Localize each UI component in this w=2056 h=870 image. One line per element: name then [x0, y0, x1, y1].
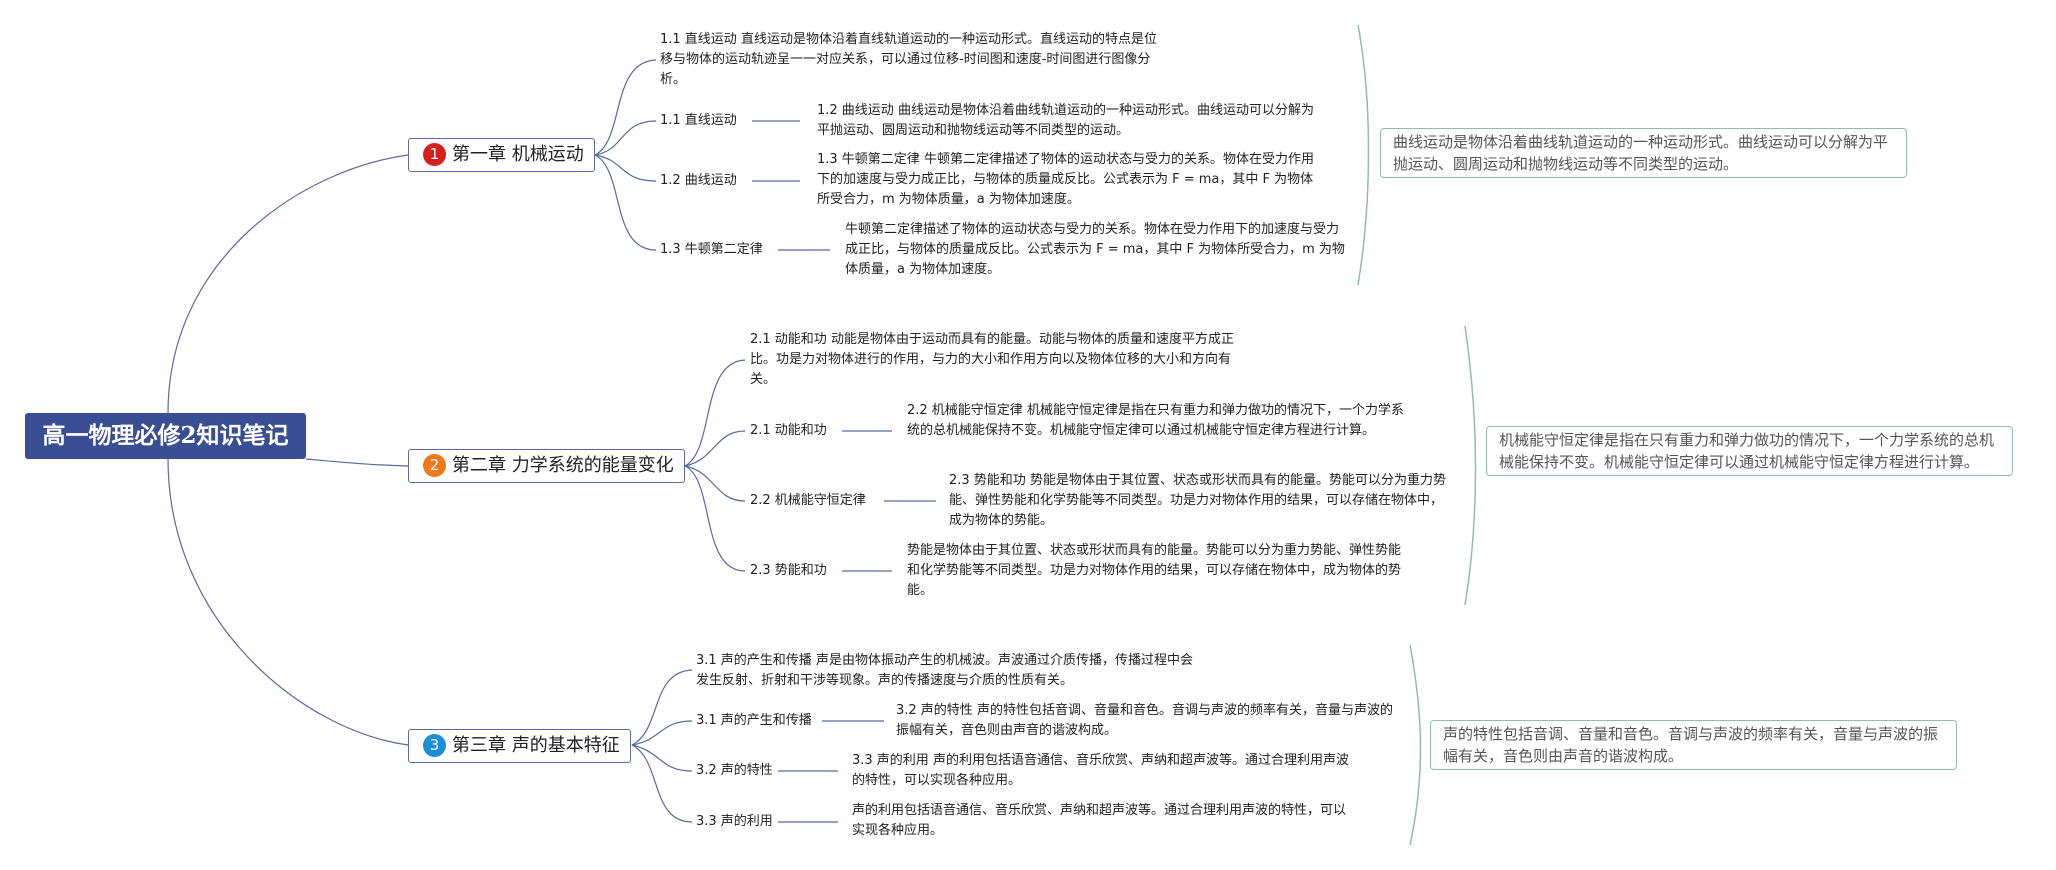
- link-ch3-t2: [631, 744, 693, 772]
- link-ch1-t2: [594, 154, 657, 182]
- link-root-chapter3: [167, 458, 409, 746]
- chapter-3-topic-1-label[interactable]: 3.1 声的产生和传播: [696, 713, 812, 728]
- link-root-chapter1: [167, 154, 409, 414]
- chapter-1-number-badge: 1: [423, 143, 446, 166]
- chapter-2-topic-3-label[interactable]: 2.3 势能和功: [750, 563, 827, 578]
- chapter-1-topic-1-label[interactable]: 1.1 直线运动: [660, 113, 737, 128]
- chapter-3-topic-2-label[interactable]: 3.2 声的特性: [696, 763, 773, 778]
- chapter-1-topic-1-detail[interactable]: 1.2 曲线运动 曲线运动是物体沿着曲线轨道运动的一种运动形式。曲线运动可以分解…: [817, 103, 1314, 138]
- chapter-2-topic-3-detail[interactable]: 势能是物体由于其位置、状态或形状而具有的能量。势能可以分为重力势能、弹性势能和化…: [907, 543, 1402, 598]
- chapter-2-topic-2-detail[interactable]: 2.3 势能和功 势能是物体由于其位置、状态或形状而具有的能量。势能可以分为重力…: [949, 473, 1446, 528]
- chapter-2-title: 第二章 力学系统的能量变化: [452, 455, 674, 476]
- chapter-3-intro[interactable]: 3.1 声的产生和传播 声是由物体振动产生的机械波。声波通过介质传播，传播过程中…: [696, 653, 1193, 688]
- chapter-2-topic-2-label[interactable]: 2.2 机械能守恒定律: [750, 493, 866, 508]
- link-ch2-t2: [684, 465, 746, 502]
- link-ch2-t3: [684, 465, 746, 572]
- chapter-3-topic-3-detail[interactable]: 声的利用包括语音通信、音乐欣赏、声纳和超声波等。通过合理利用声波的特性，可以实现…: [852, 803, 1347, 838]
- summary-bracket-1: [1357, 24, 1370, 286]
- link-ch1-t3: [594, 154, 657, 251]
- chapter-1-topic-2-label[interactable]: 1.2 曲线运动: [660, 173, 737, 188]
- chapter-1-summary[interactable]: 曲线运动是物体沿着曲线轨道运动的一种运动形式。曲线运动可以分解为平抛运动、圆周运…: [1380, 128, 1907, 178]
- summary-bracket-2: [1464, 325, 1477, 606]
- chapter-1-topic-2-detail[interactable]: 1.3 牛顿第二定律 牛顿第二定律描述了物体的运动状态与受力的关系。物体在受力作…: [817, 152, 1314, 207]
- chapter-3-topic-3-label[interactable]: 3.3 声的利用: [696, 814, 773, 829]
- root-topic[interactable]: 高一物理必修2知识笔记: [25, 413, 306, 459]
- chapter-2-intro[interactable]: 2.1 动能和功 动能是物体由于运动而具有的能量。动能与物体的质量和速度平方成正…: [750, 332, 1234, 387]
- chapter-2-node[interactable]: 2 第二章 力学系统的能量变化: [408, 449, 685, 483]
- chapter-3-topic-2-detail[interactable]: 3.3 声的利用 声的利用包括语音通信、音乐欣赏、声纳和超声波等。通过合理利用声…: [852, 753, 1349, 788]
- chapter-3-node[interactable]: 3 第三章 声的基本特征: [408, 729, 631, 763]
- link-ch3-t3: [631, 744, 693, 823]
- chapter-3-title: 第三章 声的基本特征: [452, 735, 620, 756]
- chapter-1-intro[interactable]: 1.1 直线运动 直线运动是物体沿着直线轨道运动的一种运动形式。直线运动的特点是…: [660, 32, 1157, 87]
- link-ch2-t1: [684, 430, 746, 467]
- link-root-chapter2: [305, 458, 409, 467]
- chapter-1-topic-3-detail[interactable]: 牛顿第二定律描述了物体的运动状态与受力的关系。物体在受力作用下的加速度与受力成正…: [845, 222, 1345, 277]
- chapter-3-summary[interactable]: 声的特性包括音调、音量和音色。音调与声波的频率有关，音量与声波的振幅有关，音色则…: [1430, 720, 1957, 770]
- chapter-1-title: 第一章 机械运动: [452, 144, 584, 165]
- chapter-3-topic-1-detail[interactable]: 3.2 声的特性 声的特性包括音调、音量和音色。音调与声波的频率有关，音量与声波…: [896, 703, 1393, 738]
- chapter-2-summary[interactable]: 机械能守恒定律是指在只有重力和弹力做功的情况下，一个力学系统的总机械能保持不变。…: [1486, 426, 2013, 476]
- link-ch1-intro: [594, 59, 657, 156]
- link-ch2-intro: [684, 359, 746, 467]
- summary-bracket-3: [1409, 644, 1422, 846]
- chapter-2-topic-1-detail[interactable]: 2.2 机械能守恒定律 机械能守恒定律是指在只有重力和弹力做功的情况下，一个力学…: [907, 403, 1404, 438]
- chapter-1-topic-3-label[interactable]: 1.3 牛顿第二定律: [660, 242, 763, 257]
- link-ch1-t1: [594, 120, 657, 156]
- chapter-1-node[interactable]: 1 第一章 机械运动: [408, 138, 595, 172]
- link-ch3-intro: [631, 669, 693, 746]
- chapter-3-number-badge: 3: [423, 734, 446, 757]
- chapter-2-topic-1-label[interactable]: 2.1 动能和功: [750, 423, 827, 438]
- link-ch3-t1: [631, 720, 693, 746]
- chapter-2-number-badge: 2: [423, 454, 446, 477]
